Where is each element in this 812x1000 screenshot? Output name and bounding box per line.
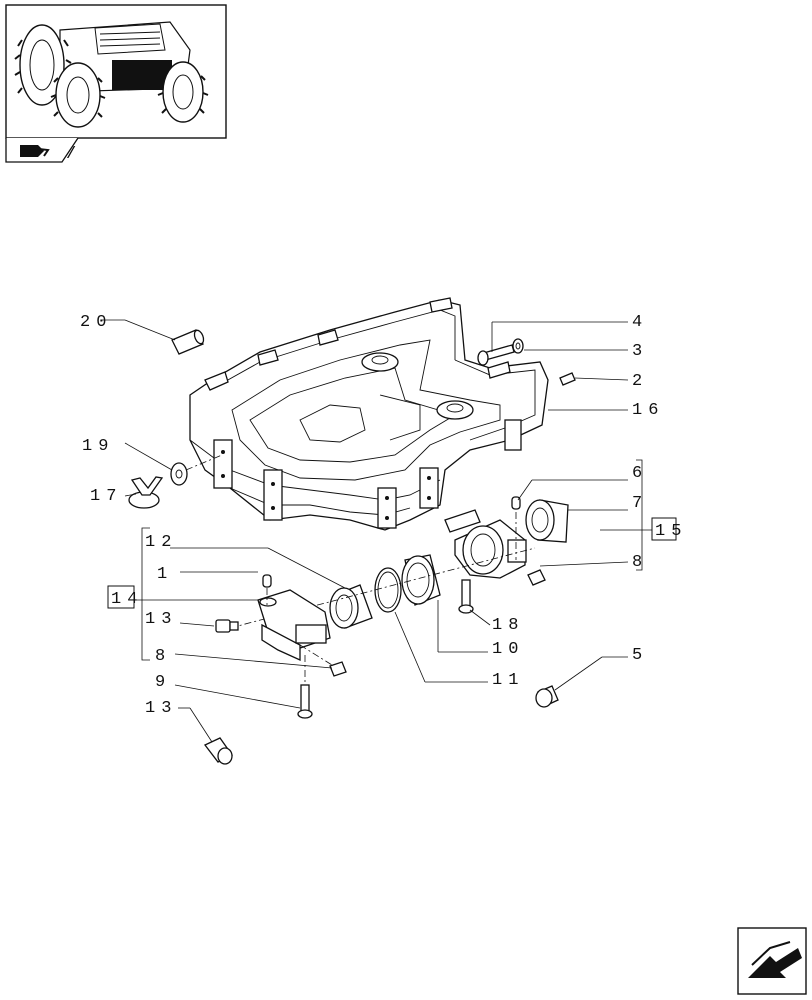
part-9-bolt[interactable]	[297, 684, 313, 719]
label-17: 17	[90, 487, 122, 506]
part-8-grease-nipple-right[interactable]	[527, 569, 546, 586]
part-2-dowel[interactable]	[559, 372, 576, 386]
next-page-arrow-icon	[748, 941, 802, 978]
label-7: 7	[632, 494, 648, 513]
part-18-bolt[interactable]	[458, 579, 474, 614]
label-18: 18	[492, 616, 524, 635]
part-4-bolt[interactable]	[477, 344, 515, 366]
part-1-plug[interactable]	[262, 574, 272, 588]
axle-support-housing[interactable]	[189, 297, 549, 531]
book-arrow-icon	[20, 145, 50, 157]
label-2: 2	[632, 372, 648, 391]
label-6: 6	[632, 464, 648, 483]
label-3: 3	[632, 342, 648, 361]
part-15-bracket[interactable]	[444, 509, 527, 579]
label-20: 20	[80, 313, 112, 332]
part-10-bushing[interactable]	[401, 554, 441, 606]
part-13-plug-upper[interactable]	[215, 619, 239, 633]
label-13-upper: 13	[145, 610, 177, 629]
label-13-lower: 13	[145, 699, 177, 718]
part-17-breather[interactable]	[128, 476, 164, 509]
part-19-washer[interactable]	[170, 462, 188, 486]
part-11-o-ring[interactable]	[374, 567, 402, 613]
tractor-thumbnail[interactable]: /	[5, 4, 227, 164]
part-3-washer[interactable]	[512, 338, 524, 354]
part-5-plug[interactable]	[535, 685, 559, 708]
part-14-bracket[interactable]	[257, 589, 331, 662]
label-14: 14	[111, 590, 143, 609]
label-9: 9	[155, 673, 171, 692]
label-4: 4	[632, 313, 648, 332]
part-7-bushing[interactable]	[525, 499, 569, 543]
label-12: 12	[145, 533, 177, 552]
label-11: 11	[492, 671, 524, 690]
label-1: 1	[157, 565, 173, 584]
part-12-bushing[interactable]	[329, 584, 373, 629]
label-19: 19	[82, 437, 114, 456]
label-16: 16	[632, 401, 664, 420]
label-8-right: 8	[632, 553, 648, 572]
label-8-left: 8	[155, 647, 171, 666]
part-13-plug-lower[interactable]	[203, 737, 233, 765]
part-8-grease-nipple-left[interactable]	[329, 661, 347, 677]
next-page-button[interactable]	[737, 927, 807, 995]
part-20-pin[interactable]	[171, 329, 205, 355]
label-15: 15	[655, 522, 687, 541]
page-marker: /	[66, 145, 82, 164]
label-10: 10	[492, 640, 524, 659]
label-5: 5	[632, 646, 648, 665]
tractor-thumbnail-icon	[14, 21, 209, 128]
